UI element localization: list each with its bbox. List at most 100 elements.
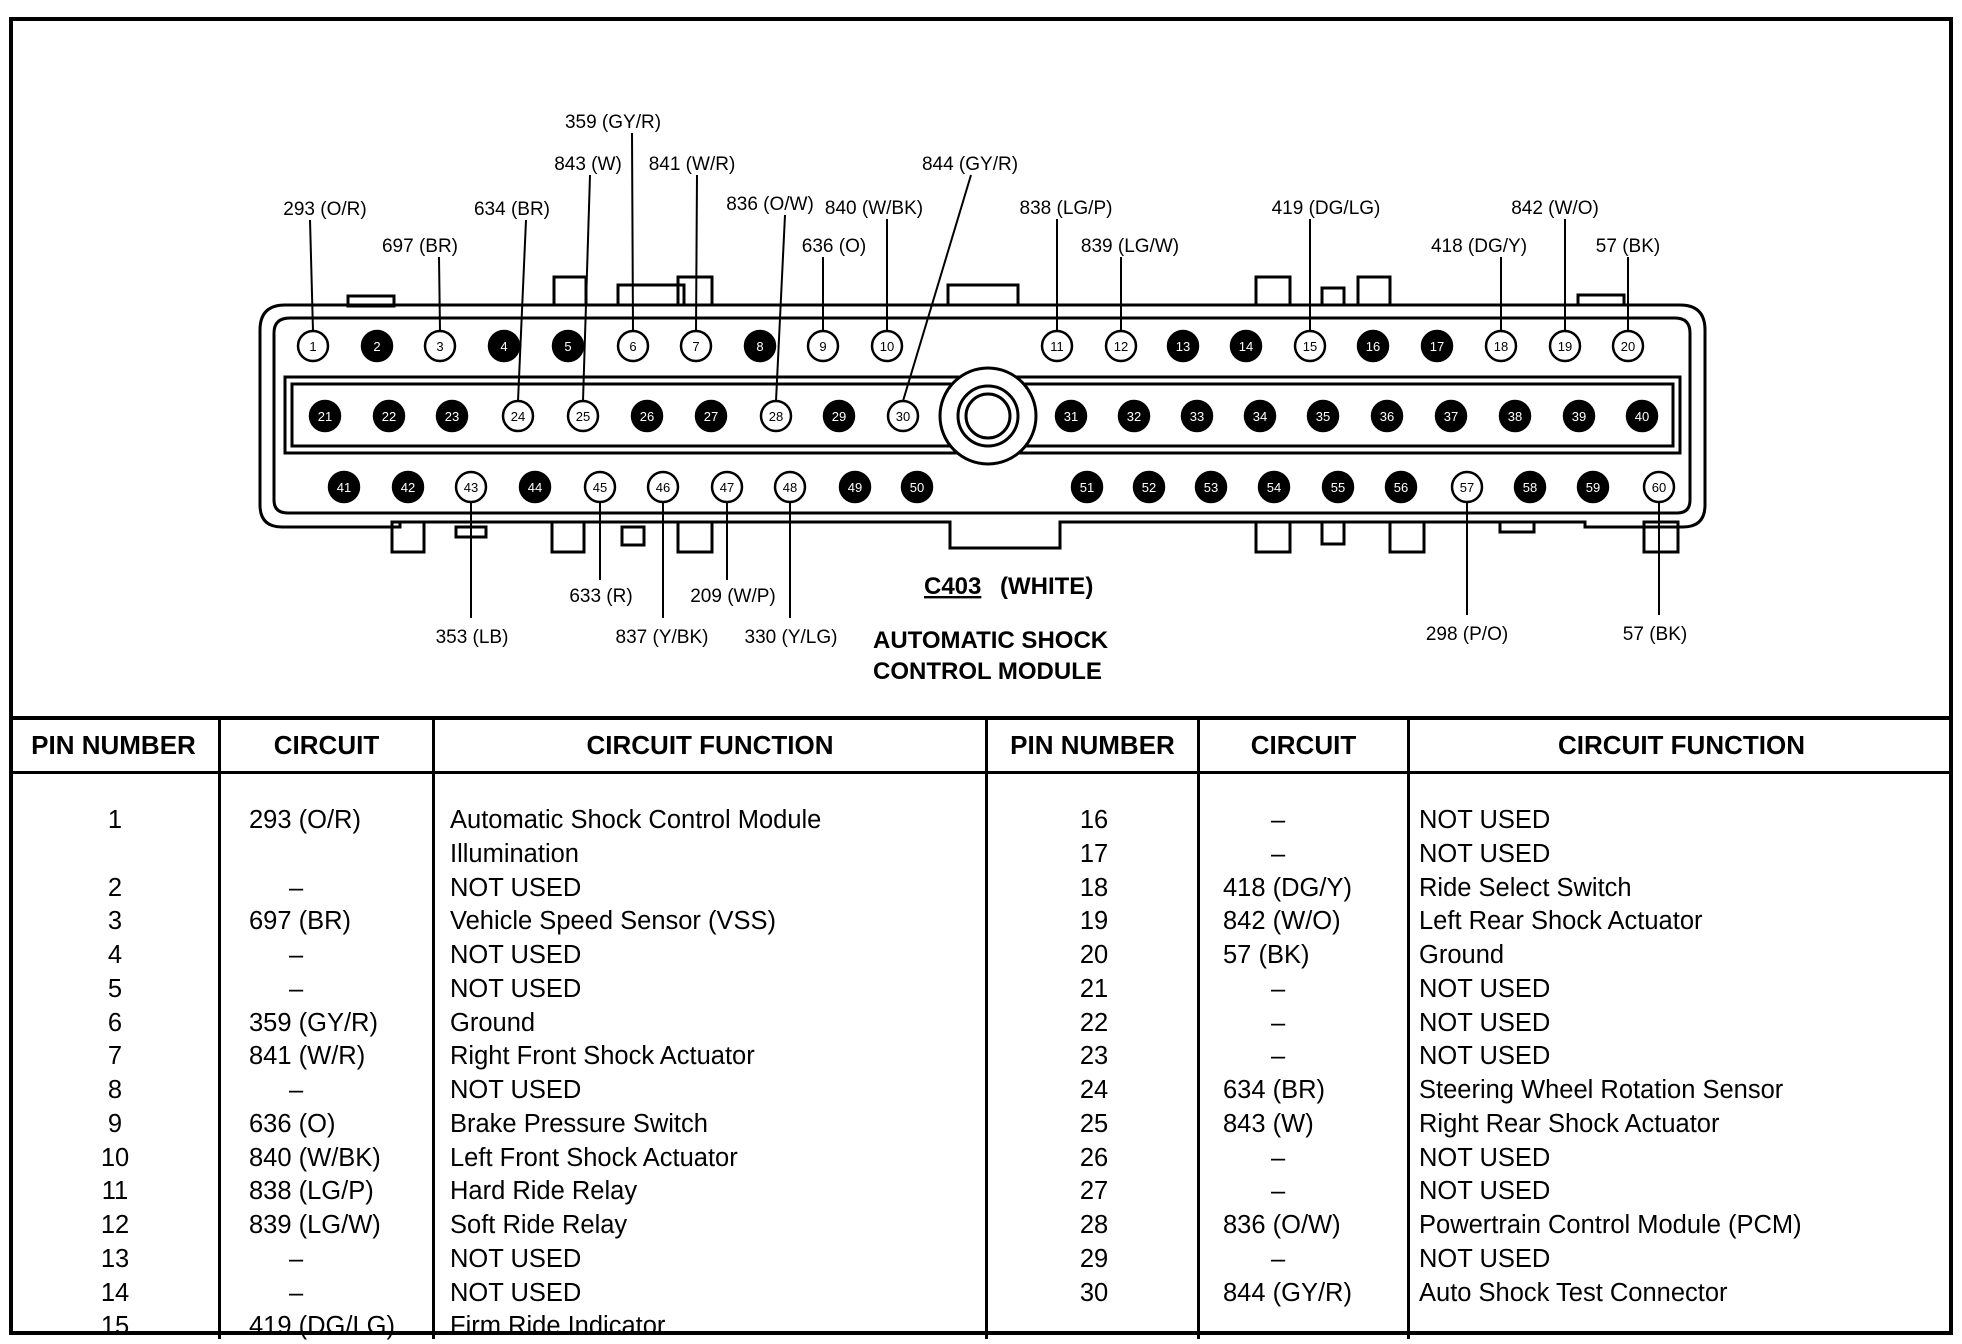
left-row-circuit: 359 (GY/R): [249, 1008, 378, 1037]
left-row-function: Ground: [450, 1008, 536, 1037]
pin-circle: [1166, 329, 1200, 363]
right-row-pin: 25: [1079, 1109, 1109, 1138]
left-row-circuit: –: [289, 873, 304, 902]
callout-labels: 293 (O/R)697 (BR)634 (BR)843 (W)359 (GY/…: [283, 112, 1687, 648]
leader-line-pin-1: [309, 219, 314, 332]
left-row-circuit: 293 (O/R): [249, 806, 361, 834]
left-row-function: NOT USED: [450, 1244, 582, 1273]
connector-center-bolt-outer: [938, 366, 1038, 466]
col-pin-right: PIN NUMBER: [988, 720, 1200, 1339]
pin-43: 43: [454, 470, 488, 504]
right-row-function: NOT USED: [1419, 1143, 1551, 1172]
left-row-pin: 9: [107, 1109, 123, 1138]
pin-23: 23: [435, 399, 469, 433]
callout-label-pin-15: 419 (DG/LG): [1272, 198, 1381, 219]
pin-circle: [296, 329, 330, 363]
left-row-function: NOT USED: [450, 1278, 582, 1307]
pin-circle: [679, 329, 713, 363]
leader-line-pin-28: [775, 214, 786, 402]
callout-label-pin-12: 839 (LG/W): [1081, 236, 1179, 257]
pin-50: 50: [900, 470, 934, 504]
pin-57: 57: [1450, 470, 1484, 504]
pin-24: 24: [501, 399, 535, 433]
bottom-key-6: [1254, 520, 1292, 554]
left-row-circuit: –: [289, 1076, 304, 1104]
connector-color: (WHITE): [1000, 573, 1093, 600]
callout-leader-lines: [309, 132, 1660, 618]
right-row-pin: 19: [1079, 907, 1109, 936]
pin-circle: [1576, 470, 1610, 504]
pin-7: 7: [679, 329, 713, 363]
pin-circle: [1498, 399, 1532, 433]
pin-22: 22: [372, 399, 406, 433]
pin-number-label: 37: [1444, 409, 1458, 424]
pin-circle: [1356, 329, 1390, 363]
leader-line-pin-3: [438, 256, 441, 332]
pin-25: 25: [566, 399, 600, 433]
left-row-function: Brake Pressure Switch: [450, 1109, 708, 1138]
pin-53: 53: [1194, 470, 1228, 504]
pin-number-label: 58: [1523, 480, 1537, 495]
pin-circle: [773, 470, 807, 504]
pin-48: 48: [773, 470, 807, 504]
left-row-circuit: 636 (O): [249, 1109, 336, 1138]
pin-circle: [360, 329, 394, 363]
pin-47: 47: [710, 470, 744, 504]
right-row-circuit: –: [1271, 1042, 1286, 1071]
pin-circle: [1450, 470, 1484, 504]
right-row-circuit: 843 (W): [1223, 1109, 1314, 1138]
left-row-function: NOT USED: [450, 1076, 582, 1104]
pin-number-label: 14: [1239, 339, 1253, 354]
pin-circle: [518, 470, 552, 504]
left-row-function: Vehicle Speed Sensor (VSS): [450, 907, 777, 936]
pin-number-label: 13: [1176, 339, 1190, 354]
pin-17: 17: [1420, 329, 1454, 363]
pin-number-label: 44: [528, 480, 542, 495]
pin-29: 29: [822, 399, 856, 433]
pin-circle: [1229, 329, 1263, 363]
top-key-2: [552, 275, 588, 307]
callout-label-pin-6: 359 (GY/R): [565, 112, 661, 133]
bottom-key-5: [676, 520, 714, 554]
pin-number-label: 53: [1204, 480, 1218, 495]
callout-label-pin-57: 298 (P/O): [1426, 624, 1508, 645]
pin-number-label: 27: [704, 409, 718, 424]
pin-number-label: 21: [318, 409, 332, 424]
callout-label-pin-20: 57 (BK): [1596, 236, 1660, 257]
pin-circle: [1420, 329, 1454, 363]
pin-circle: [391, 470, 425, 504]
right-row-pin: 20: [1079, 941, 1109, 969]
pin-circle: [838, 470, 872, 504]
pin-37: 37: [1434, 399, 1468, 433]
header-circuit-right: CIRCUIT: [1200, 720, 1407, 774]
pin-number-label: 38: [1508, 409, 1522, 424]
pin-13: 13: [1166, 329, 1200, 363]
pin-number-label: 39: [1572, 409, 1586, 424]
right-row-circuit: –: [1271, 974, 1286, 1003]
pin-number-label: 41: [337, 480, 351, 495]
pin-number-label: 23: [445, 409, 459, 424]
pin-circle: [454, 470, 488, 504]
col-circuit-left: CIRCUIT: [221, 720, 435, 1339]
pin-33: 33: [1180, 399, 1214, 433]
callout-label-pin-45: 633 (R): [569, 586, 632, 607]
pin-number-label: 24: [511, 409, 525, 424]
pin-4: 4: [487, 329, 521, 363]
right-row-pin: 17: [1079, 839, 1109, 868]
top-key-6: [1254, 275, 1292, 307]
pin-55: 55: [1321, 470, 1355, 504]
top-key-1: [346, 294, 396, 308]
header-function-right: CIRCUIT FUNCTION: [1410, 720, 1953, 774]
callout-label-pin-24: 634 (BR): [474, 199, 550, 220]
pin-circle: [1484, 329, 1518, 363]
pin-circle: [308, 399, 342, 433]
pin-44: 44: [518, 470, 552, 504]
pin-19: 19: [1548, 329, 1582, 363]
col-function-right: CIRCUIT FUNCTION: [1410, 720, 1953, 1339]
pin-number-label: 34: [1253, 409, 1267, 424]
pin-number-label: 52: [1142, 480, 1156, 495]
pin-52: 52: [1132, 470, 1166, 504]
pin-number-label: 26: [640, 409, 654, 424]
callout-label-pin-43: 353 (LB): [436, 627, 509, 648]
connector-outer-shell: [258, 303, 1707, 550]
